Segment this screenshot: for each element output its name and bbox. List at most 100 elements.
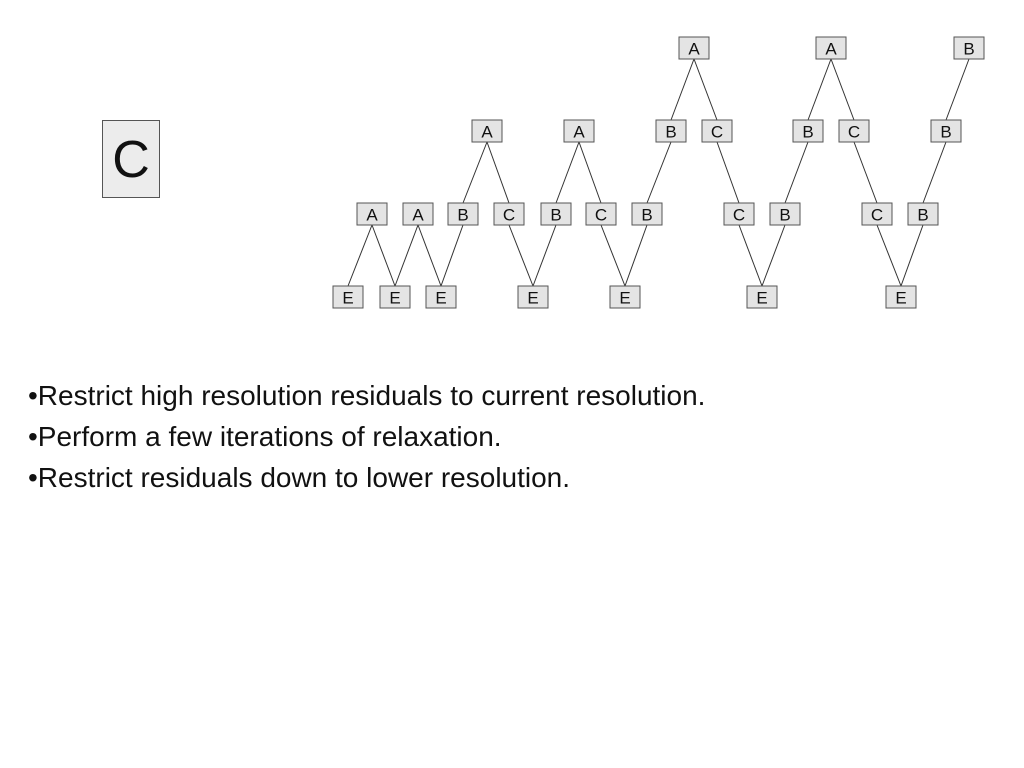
node-r2i: B: [769, 202, 801, 226]
edge-r0c-r1g: [945, 58, 970, 121]
node-box: [769, 202, 801, 226]
node-box: [861, 202, 893, 226]
node-box: [838, 119, 870, 143]
node-box: [540, 202, 572, 226]
edge-r2c-r3c: [440, 224, 464, 287]
node-box: [563, 119, 595, 143]
node-r3g: E: [885, 285, 917, 309]
node-label: C: [733, 206, 745, 225]
edge-r2k-r3g: [900, 224, 924, 287]
node-r1c: B: [655, 119, 687, 143]
node-label: E: [389, 289, 400, 308]
node-r1e: B: [792, 119, 824, 143]
node-label: C: [503, 206, 515, 225]
node-r3f: E: [746, 285, 778, 309]
node-r0c: B: [953, 36, 985, 60]
node-r0b: A: [815, 36, 847, 60]
restriction-tree-diagram: A A B A A B C B C B A A B C B C B C B C B E E E E E E E: [332, 36, 985, 309]
node-label: B: [802, 123, 813, 142]
node-box: [379, 285, 411, 309]
edge-r2a-r3b: [371, 224, 396, 287]
node-box: [425, 285, 457, 309]
node-r1a: A: [471, 119, 503, 143]
node-r2k: B: [907, 202, 939, 226]
node-label: B: [641, 206, 652, 225]
edge-r0a-r1d: [693, 58, 718, 121]
stage-label-box: C: [102, 120, 160, 198]
edge-r1b-r2f: [578, 141, 602, 204]
node-box: [815, 36, 847, 60]
node-r0a: A: [678, 36, 710, 60]
node-r1f: C: [838, 119, 870, 143]
node-box: [678, 36, 710, 60]
edge-r1b-r2e: [555, 141, 580, 204]
node-label: E: [435, 289, 446, 308]
node-r3c: E: [425, 285, 457, 309]
node-r2d: C: [493, 202, 525, 226]
node-label: B: [550, 206, 561, 225]
node-label: B: [963, 40, 974, 59]
node-label: C: [711, 123, 723, 142]
node-r2c: B: [447, 202, 479, 226]
node-label: B: [779, 206, 790, 225]
bullet-item-relaxation: •Perform a few iterations of relaxation.: [28, 421, 502, 452]
edge-r1g-r2k: [922, 141, 947, 204]
node-box: [332, 285, 364, 309]
node-box: [585, 202, 617, 226]
node-r2e: B: [540, 202, 572, 226]
node-label: A: [825, 40, 837, 59]
node-r3e: E: [609, 285, 641, 309]
node-box: [447, 202, 479, 226]
edge-r1c-r2g: [646, 141, 672, 204]
edge-r1a-r2d: [486, 141, 510, 204]
node-label: C: [848, 123, 860, 142]
edge-r0b-r1f: [830, 58, 855, 121]
edge-r2e-r3d: [532, 224, 557, 287]
node-r2g: B: [631, 202, 663, 226]
bullet-item-restrict-down: •Restrict residuals down to lower resolu…: [28, 462, 571, 493]
node-label: A: [366, 206, 378, 225]
node-box: [631, 202, 663, 226]
edge-r2a-r3a: [347, 224, 373, 287]
node-box: [907, 202, 939, 226]
edge-r0b-r1e: [807, 58, 832, 121]
node-label: A: [688, 40, 700, 59]
node-box: [885, 285, 917, 309]
node-label: E: [756, 289, 767, 308]
node-r2j: C: [861, 202, 893, 226]
node-label: C: [595, 206, 607, 225]
node-r3d: E: [517, 285, 549, 309]
bullet-item-restrict-high: •Restrict high resolution residuals to c…: [28, 380, 706, 411]
node-label: E: [527, 289, 538, 308]
node-label: E: [342, 289, 353, 308]
edge-r2f-r3e: [600, 224, 626, 287]
node-box: [655, 119, 687, 143]
node-r2b: A: [402, 202, 434, 226]
node-box: [746, 285, 778, 309]
node-label: A: [573, 123, 585, 142]
node-label: B: [940, 123, 951, 142]
node-label: B: [917, 206, 928, 225]
node-label: E: [619, 289, 630, 308]
bullet-list: •Restrict high resolution residuals to c…: [28, 375, 988, 498]
node-r2a: A: [356, 202, 388, 226]
edge-r2i-r3f: [761, 224, 786, 287]
node-box: [953, 36, 985, 60]
node-label: C: [871, 206, 883, 225]
edge-r2j-r3g: [876, 224, 902, 287]
node-label: B: [665, 123, 676, 142]
node-r1d: C: [701, 119, 733, 143]
edge-r1d-r2h: [716, 141, 740, 204]
node-r2f: C: [585, 202, 617, 226]
node-label: B: [457, 206, 468, 225]
diagram-edges: [347, 58, 970, 287]
edge-r2b-r3b: [394, 224, 419, 287]
node-box: [701, 119, 733, 143]
node-label: E: [895, 289, 906, 308]
node-box: [723, 202, 755, 226]
node-box: [792, 119, 824, 143]
node-box: [356, 202, 388, 226]
edge-r1e-r2i: [784, 141, 809, 204]
diagram-nodes: A A B A A B C B C B A A B C B C B C B C B E E E E E E E: [332, 36, 985, 309]
node-r1g: B: [930, 119, 962, 143]
